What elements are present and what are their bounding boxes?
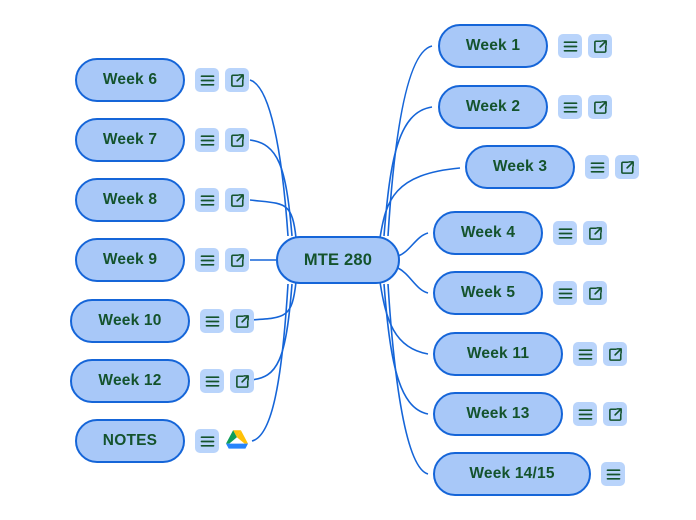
menu-icon-week3[interactable]: [585, 155, 609, 179]
menu-icon-week4[interactable]: [553, 221, 577, 245]
external-link-icon-week5[interactable]: [583, 281, 607, 305]
edge-central-to-week7: [249, 139, 293, 237]
node-label: Week 12: [98, 372, 162, 389]
node-week3[interactable]: Week 3: [465, 145, 575, 189]
edge-central-to-week10: [249, 281, 297, 321]
node-week5[interactable]: Week 5: [433, 271, 543, 315]
node-week6[interactable]: Week 6: [75, 58, 185, 102]
menu-icon-notes[interactable]: [195, 429, 219, 453]
node-label: Week 5: [460, 284, 516, 301]
menu-icon-week2[interactable]: [558, 95, 582, 119]
edge-central-to-week5: [397, 267, 429, 294]
menu-icon-week8[interactable]: [195, 188, 219, 212]
external-link-icon-week6[interactable]: [225, 68, 249, 92]
edge-central-to-week8: [249, 199, 297, 239]
node-week7[interactable]: Week 7: [75, 118, 185, 162]
menu-icon-week5[interactable]: [553, 281, 577, 305]
node-week13[interactable]: Week 13: [433, 392, 563, 436]
edge-central-to-week13: [383, 283, 429, 415]
node-week9[interactable]: Week 9: [75, 238, 185, 282]
node-week1[interactable]: Week 1: [438, 24, 548, 68]
central-node-mte-280[interactable]: MTE 280: [276, 236, 400, 284]
menu-icon-week1[interactable]: [558, 34, 582, 58]
menu-icon-week6[interactable]: [195, 68, 219, 92]
menu-icon-week13[interactable]: [573, 402, 597, 426]
node-label: Week 10: [98, 312, 162, 329]
node-label: Week 9: [102, 251, 158, 268]
edge-central-to-week11: [379, 281, 429, 355]
external-link-icon-week9[interactable]: [225, 248, 249, 272]
external-link-icon-week4[interactable]: [583, 221, 607, 245]
node-label: Week 2: [465, 98, 521, 115]
external-link-icon-week10[interactable]: [230, 309, 254, 333]
google-drive-icon-notes[interactable]: [225, 428, 249, 452]
menu-icon-week14[interactable]: [601, 462, 625, 486]
node-label: Week 6: [102, 71, 158, 88]
external-link-icon-week13[interactable]: [603, 402, 627, 426]
external-link-icon-week1[interactable]: [588, 34, 612, 58]
node-week4[interactable]: Week 4: [433, 211, 543, 255]
menu-icon-week12[interactable]: [200, 369, 224, 393]
node-label: Week 11: [466, 345, 530, 362]
menu-icon-week7[interactable]: [195, 128, 219, 152]
node-label: NOTES: [102, 432, 158, 449]
node-label: Week 8: [102, 191, 158, 208]
external-link-icon-week2[interactable]: [588, 95, 612, 119]
node-notes[interactable]: NOTES: [75, 419, 185, 463]
node-week2[interactable]: Week 2: [438, 85, 548, 129]
node-week11[interactable]: Week 11: [433, 332, 563, 376]
menu-icon-week11[interactable]: [573, 342, 597, 366]
menu-icon-week10[interactable]: [200, 309, 224, 333]
edge-central-to-week2: [383, 106, 433, 237]
external-link-icon-week8[interactable]: [225, 188, 249, 212]
menu-icon-week9[interactable]: [195, 248, 219, 272]
node-label: Week 1: [465, 37, 521, 54]
edge-central-to-notes: [251, 283, 289, 442]
edge-central-to-week6: [249, 79, 289, 237]
node-week12[interactable]: Week 12: [70, 359, 190, 403]
edge-central-to-week12: [249, 283, 293, 381]
central-node-label: MTE 280: [303, 250, 373, 269]
node-label: Week 4: [460, 224, 516, 241]
external-link-icon-week11[interactable]: [603, 342, 627, 366]
node-label: Week 3: [492, 158, 548, 175]
node-label: Week 13: [466, 405, 530, 422]
edge-central-to-week1: [387, 45, 433, 237]
node-week14[interactable]: Week 14/15: [433, 452, 591, 496]
node-week10[interactable]: Week 10: [70, 299, 190, 343]
external-link-icon-week12[interactable]: [230, 369, 254, 393]
node-label: Week 14/15: [469, 465, 555, 482]
edge-central-to-week4: [397, 232, 429, 257]
node-week8[interactable]: Week 8: [75, 178, 185, 222]
external-link-icon-week7[interactable]: [225, 128, 249, 152]
external-link-icon-week3[interactable]: [615, 155, 639, 179]
edge-central-to-week14: [387, 283, 429, 475]
node-label: Week 7: [102, 131, 158, 148]
